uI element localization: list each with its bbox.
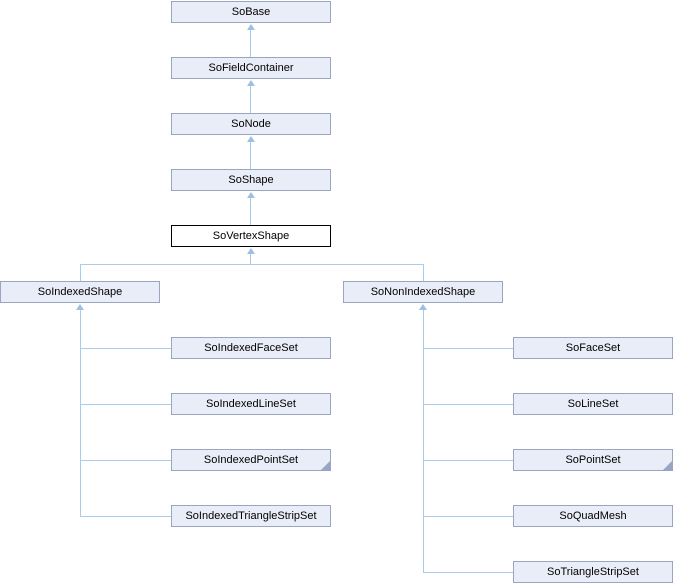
class-node-label: SoIndexedPointSet bbox=[203, 454, 299, 466]
edge-soshape-to-sonode bbox=[250, 142, 251, 169]
class-node-label: SoIndexedLineSet bbox=[206, 398, 296, 410]
class-node-sobase[interactable]: SoBase bbox=[171, 1, 331, 23]
class-node-soshape[interactable]: SoShape bbox=[171, 169, 331, 191]
more-derived-classes-icon bbox=[321, 461, 330, 470]
arrowhead-children-to-sononindexedshape bbox=[419, 304, 427, 310]
class-node-sopointset[interactable]: SoPointSet bbox=[513, 449, 673, 471]
class-node-soindexedpointset[interactable]: SoIndexedPointSet bbox=[171, 449, 331, 471]
more-derived-classes-icon bbox=[663, 461, 672, 470]
class-node-label: SoIndexedShape bbox=[37, 286, 123, 298]
edge-branch-soquadmesh bbox=[423, 516, 513, 517]
class-node-sovertexshape-current: SoVertexShape bbox=[171, 225, 331, 247]
class-node-label: SoVertexShape bbox=[212, 230, 290, 242]
edge-branch-solineset bbox=[423, 404, 513, 405]
class-node-soindexedtrianglestripset[interactable]: SoIndexedTriangleStripSet bbox=[171, 505, 331, 527]
arrowhead-sofieldcontainer-to-sobase bbox=[247, 24, 255, 30]
class-node-sofieldcontainer[interactable]: SoFieldContainer bbox=[171, 57, 331, 79]
class-node-label: SoTriangleStripSet bbox=[547, 566, 639, 578]
class-node-label: SoLineSet bbox=[567, 398, 619, 410]
edge-branch-sotrianglestripset bbox=[423, 572, 513, 573]
edge-bus-drop-soindexedshape bbox=[80, 265, 81, 281]
edge-branch-soindexedfaceset bbox=[80, 348, 171, 349]
class-node-label: SoNonIndexedShape bbox=[370, 286, 476, 298]
class-node-label: SoIndexedTriangleStripSet bbox=[185, 510, 317, 522]
class-node-label: SoIndexedFaceSet bbox=[204, 342, 298, 354]
edge-sonode-to-sofieldcontainer bbox=[250, 86, 251, 113]
class-node-label: SoFaceSet bbox=[565, 342, 621, 354]
class-node-soquadmesh[interactable]: SoQuadMesh bbox=[513, 505, 673, 527]
edge-bus-drop-sononindexedshape bbox=[423, 265, 424, 281]
class-node-solineset[interactable]: SoLineSet bbox=[513, 393, 673, 415]
edge-branch-soindexedpointset bbox=[80, 460, 171, 461]
class-node-label: SoQuadMesh bbox=[559, 510, 627, 522]
edge-bus-stem bbox=[250, 254, 251, 264]
arrowhead-children-to-sovertexshape bbox=[247, 248, 255, 254]
edge-sovertexshape-to-soshape bbox=[250, 198, 251, 225]
class-node-sotrianglestripset[interactable]: SoTriangleStripSet bbox=[513, 561, 673, 583]
arrowhead-sonode-to-sofieldcontainer bbox=[247, 80, 255, 86]
edge-branch-sopointset bbox=[423, 460, 513, 461]
class-node-sofaceset[interactable]: SoFaceSet bbox=[513, 337, 673, 359]
edge-bus-horizontal bbox=[80, 264, 424, 265]
edge-sofieldcontainer-to-sobase bbox=[250, 30, 251, 57]
class-node-label: SoShape bbox=[228, 174, 274, 186]
arrowhead-soshape-to-sonode bbox=[247, 136, 255, 142]
arrowhead-sovertexshape-to-soshape bbox=[247, 192, 255, 198]
arrowhead-children-to-soindexedshape bbox=[76, 304, 84, 310]
class-node-label: SoNode bbox=[231, 118, 271, 130]
class-node-label: SoBase bbox=[231, 6, 271, 18]
edge-branch-sofaceset bbox=[423, 348, 513, 349]
class-node-soindexedlineset[interactable]: SoIndexedLineSet bbox=[171, 393, 331, 415]
class-node-label: SoPointSet bbox=[565, 454, 621, 466]
edge-right-trunk bbox=[423, 310, 424, 573]
class-node-label: SoFieldContainer bbox=[208, 62, 294, 74]
class-node-sononindexedshape[interactable]: SoNonIndexedShape bbox=[343, 281, 503, 303]
edge-branch-soindexedtrianglestripset bbox=[80, 516, 171, 517]
edge-branch-soindexedlineset bbox=[80, 404, 171, 405]
edge-left-trunk bbox=[80, 310, 81, 517]
class-node-soindexedshape[interactable]: SoIndexedShape bbox=[0, 281, 160, 303]
class-node-soindexedfaceset[interactable]: SoIndexedFaceSet bbox=[171, 337, 331, 359]
class-node-sonode[interactable]: SoNode bbox=[171, 113, 331, 135]
